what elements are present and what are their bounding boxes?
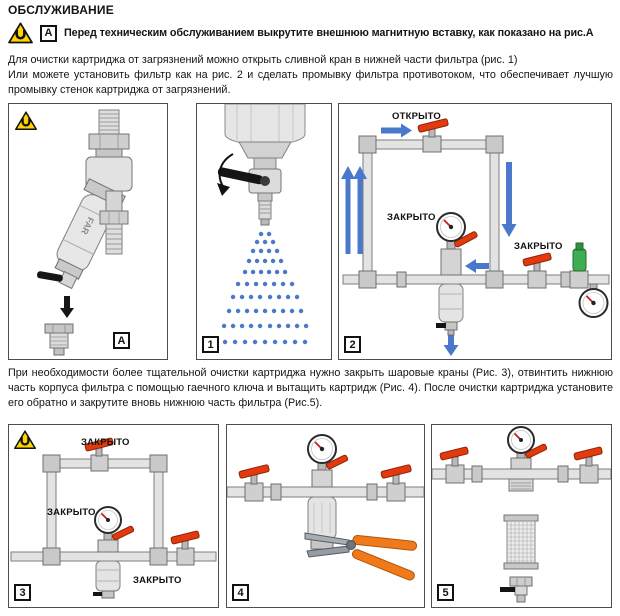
left-valve-closed — [439, 446, 469, 484]
paragraph-1-line-1: Для очистки картриджа от загрязнений мож… — [8, 54, 518, 66]
figure-2-illustration — [341, 118, 610, 356]
figure-1-illustration — [217, 104, 309, 345]
main-valve-closed — [522, 252, 552, 289]
water-spray — [221, 231, 309, 345]
main-valve-closed — [170, 530, 200, 566]
paragraph-1: Для очистки картриджа от загрязнений мож… — [8, 53, 613, 98]
right-valve-closed — [573, 446, 603, 484]
bypass-valve-closed — [84, 437, 114, 472]
figure-5-label: 5 — [437, 584, 454, 601]
figure-1: 1 — [196, 103, 332, 360]
left-valve-closed — [238, 464, 270, 502]
annotation-closed-right: ЗАКРЫТО — [514, 241, 563, 252]
filter-assembly — [307, 434, 349, 550]
figure-a: FAR A — [8, 103, 168, 360]
figure-5-illustration — [432, 426, 611, 603]
pressure-gauge — [307, 434, 337, 464]
figure-3-label: 3 — [14, 584, 31, 601]
figure-3: ЗАКРЫТО ЗАКРЫТО ЗАКРЫТО 3 — [8, 424, 219, 608]
figure-a-illustration: FAR — [15, 109, 133, 356]
right-valve-closed — [380, 464, 412, 502]
annotation-closed-right: ЗАКРЫТО — [133, 575, 182, 586]
figure-4-illustration — [227, 434, 424, 581]
outlet-thread — [99, 190, 129, 255]
annotation-closed-left: ЗАКРЫТО — [47, 507, 96, 518]
figure-4: 4 — [226, 424, 425, 608]
pressure-gauge — [507, 426, 535, 454]
magnetic-insert — [44, 323, 74, 356]
paragraph-1-rest: Или можете установить фильтр как на рис.… — [8, 69, 613, 96]
annotation-closed-left: ЗАКРЫТО — [387, 212, 436, 223]
filter-cartridge — [503, 514, 539, 570]
annotation-open: ОТКРЫТО — [392, 111, 441, 122]
figure-5: 5 — [431, 424, 612, 608]
magnet-warning-icon — [14, 430, 36, 449]
pipe-fittings — [270, 483, 378, 501]
filter-head — [507, 426, 548, 492]
page-title: ОБСЛУЖИВАНИЕ — [8, 3, 114, 17]
pressure-gauge — [94, 506, 122, 534]
pipe-fittings — [358, 135, 571, 289]
annotation-closed-top: ЗАКРЫТО — [81, 437, 130, 448]
pressure-gauge-end — [578, 283, 609, 318]
warning-row: A Перед техническим обслуживанием выкрут… — [8, 22, 618, 44]
pressure-reducer — [569, 242, 589, 289]
figure-a-label: A — [113, 332, 130, 349]
figure-4-label: 4 — [232, 584, 249, 601]
warning-text: Перед техническим обслуживанием выкрутит… — [64, 27, 594, 39]
wrench — [304, 532, 418, 581]
filter-bowl: FAR — [56, 178, 126, 271]
magnet-warning-icon — [15, 111, 37, 130]
bypass-valve-open — [417, 118, 449, 153]
magnet-warning-icon — [8, 22, 33, 44]
drain-valve — [217, 167, 282, 226]
inlet-thread — [98, 109, 120, 135]
filter-assembly — [93, 506, 135, 599]
pipe-fittings — [471, 465, 569, 483]
figure-a-reference-box: A — [40, 24, 57, 42]
pressure-gauge — [436, 212, 466, 242]
flow-arrows — [341, 123, 517, 356]
filter-bowl-bottom — [224, 104, 306, 170]
remove-direction-arrow — [60, 296, 74, 318]
bowl-drain-valve — [36, 258, 84, 290]
figure-1-label: 1 — [202, 336, 219, 353]
rotation-arrow — [217, 153, 234, 196]
pipe-fittings — [42, 454, 168, 566]
filter-assembly — [436, 212, 478, 336]
union-nut — [88, 133, 130, 158]
paragraph-2: При необходимости более тщательной очист… — [8, 367, 613, 409]
drain-valve-part — [500, 576, 533, 603]
figure-2-label: 2 — [344, 336, 361, 353]
figure-3-illustration — [10, 430, 217, 599]
figure-2: ОТКРЫТО ЗАКРЫТО ЗАКРЫТО 2 — [338, 103, 612, 360]
